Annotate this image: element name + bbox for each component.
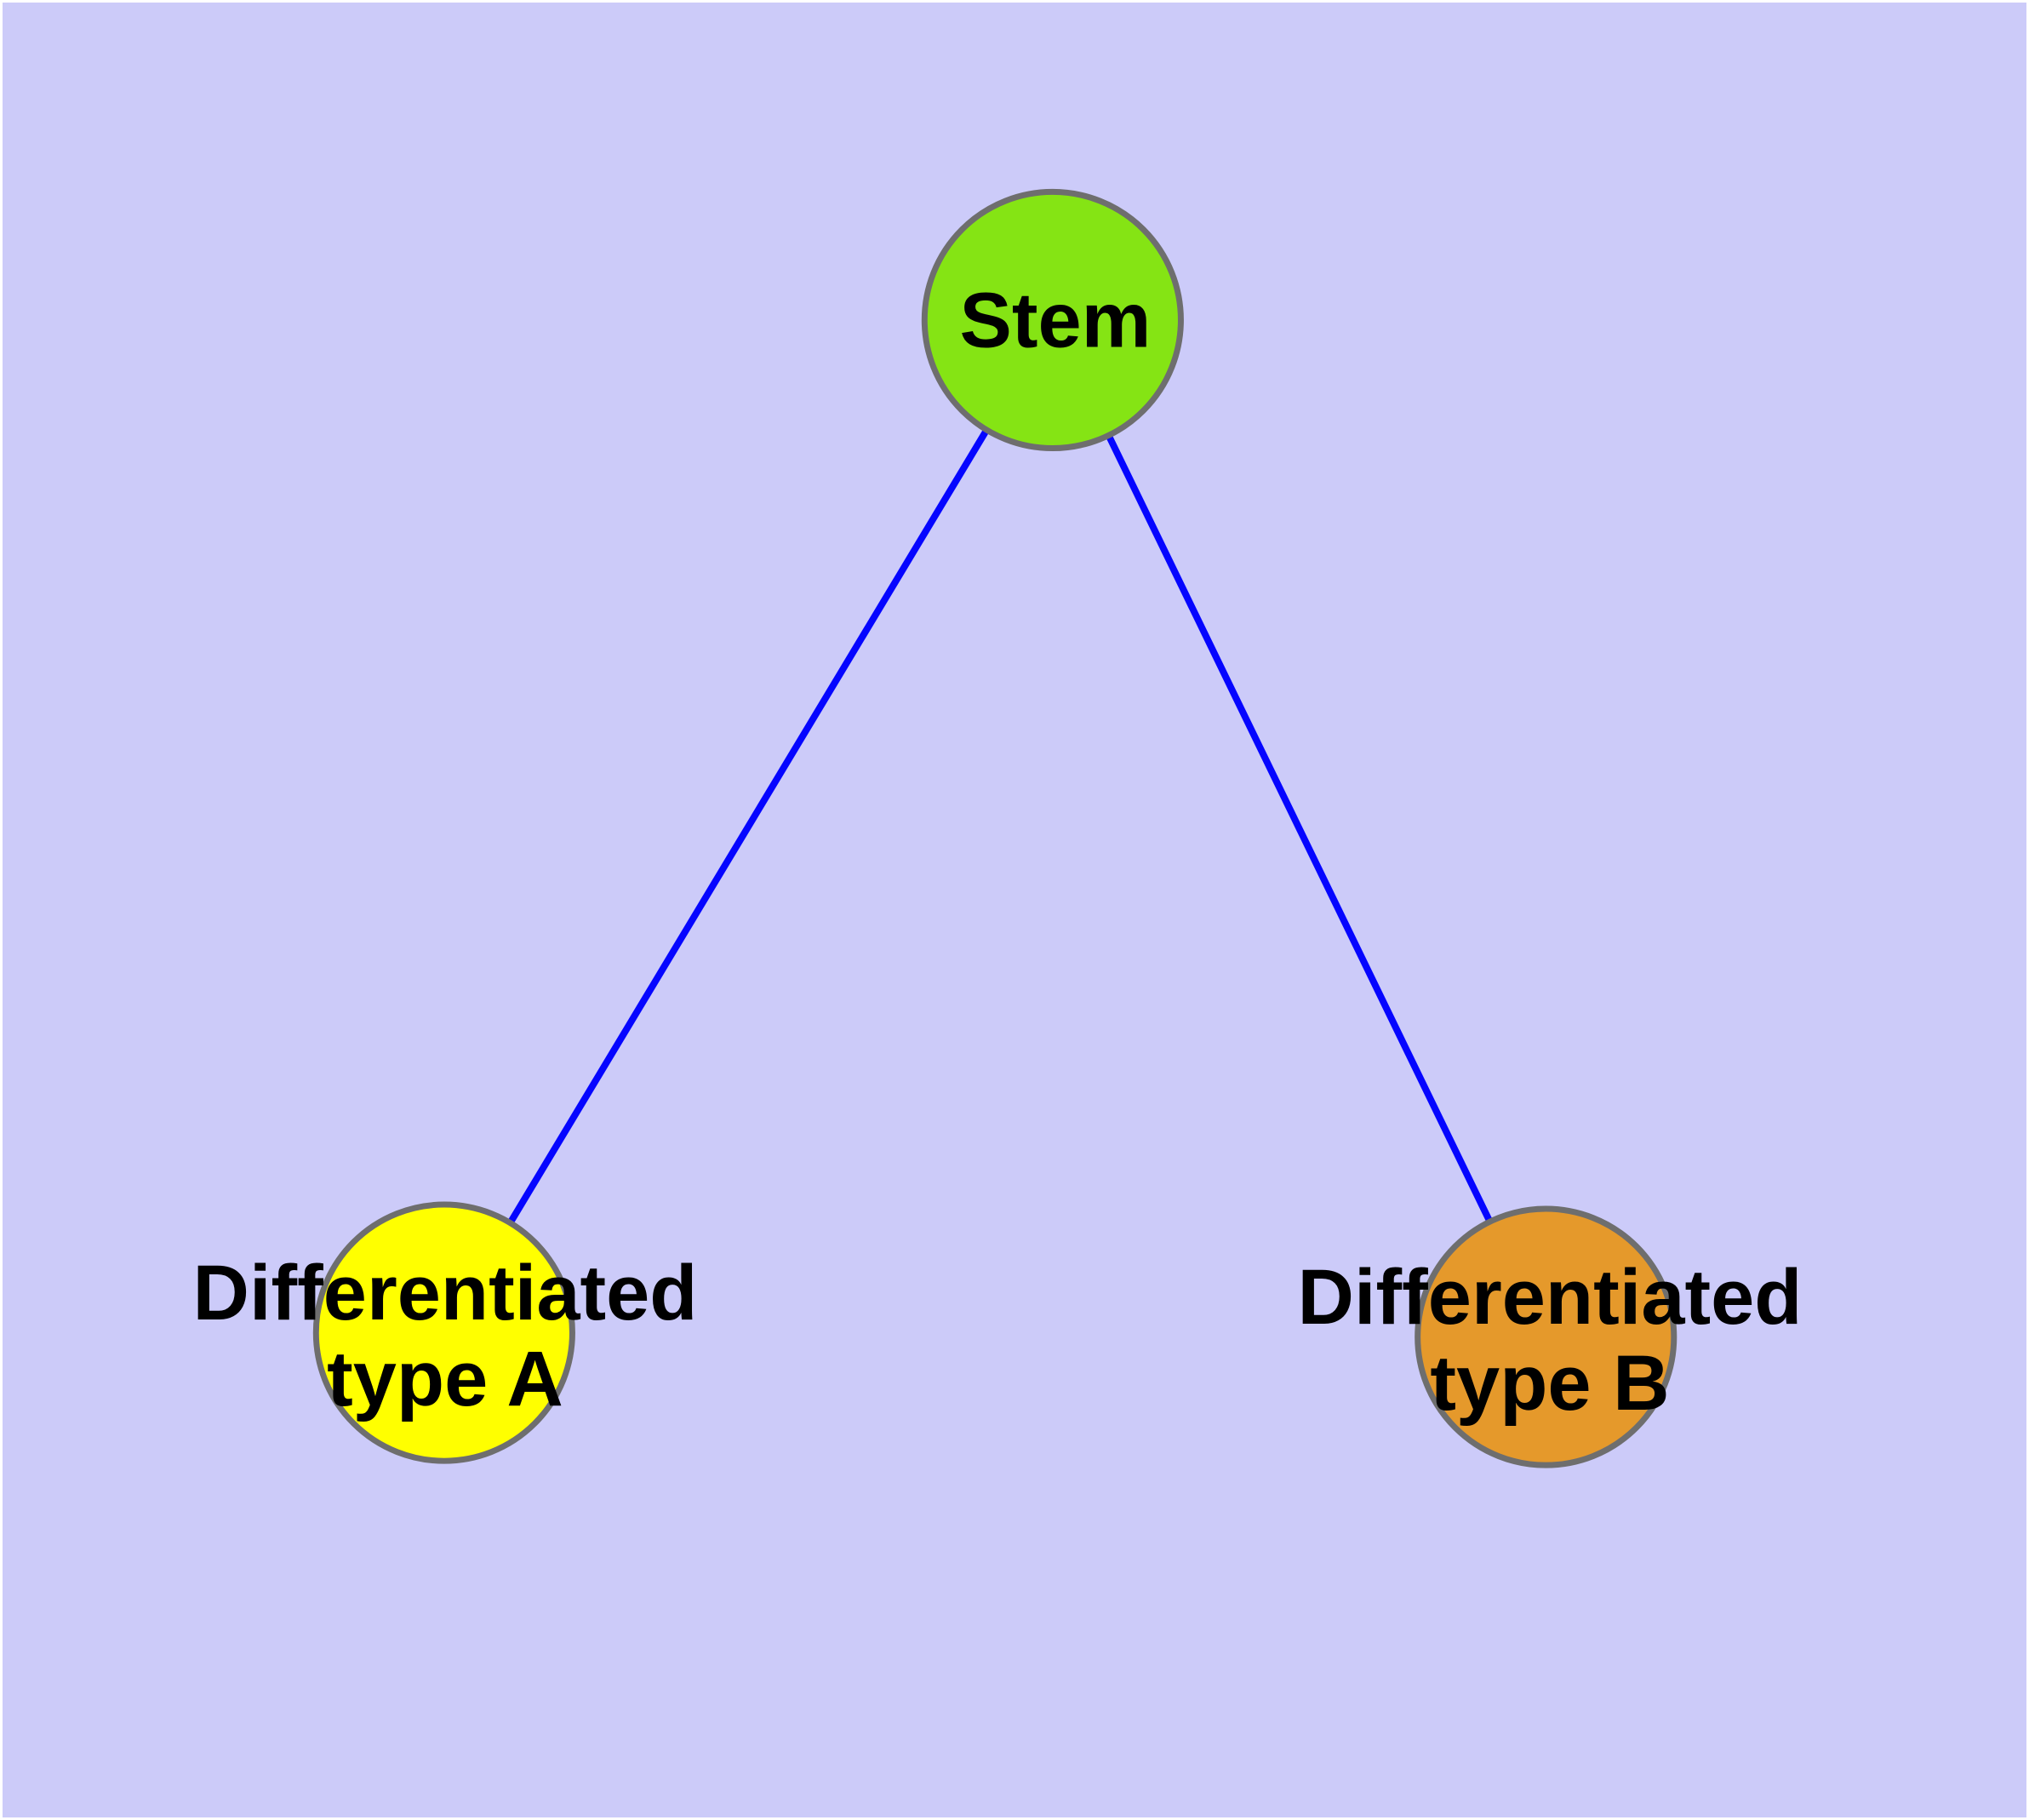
node-circle-type-a [312, 1201, 575, 1464]
node-circle-type-b [1415, 1205, 1677, 1468]
graph-svg [312, 188, 1677, 1468]
edge-stem-to-type-a [441, 318, 1056, 1335]
nodes-group [312, 188, 1677, 1468]
node-circle-stem [921, 188, 1184, 452]
edges-group [441, 318, 1549, 1339]
edge-stem-to-type-b [1049, 318, 1549, 1339]
